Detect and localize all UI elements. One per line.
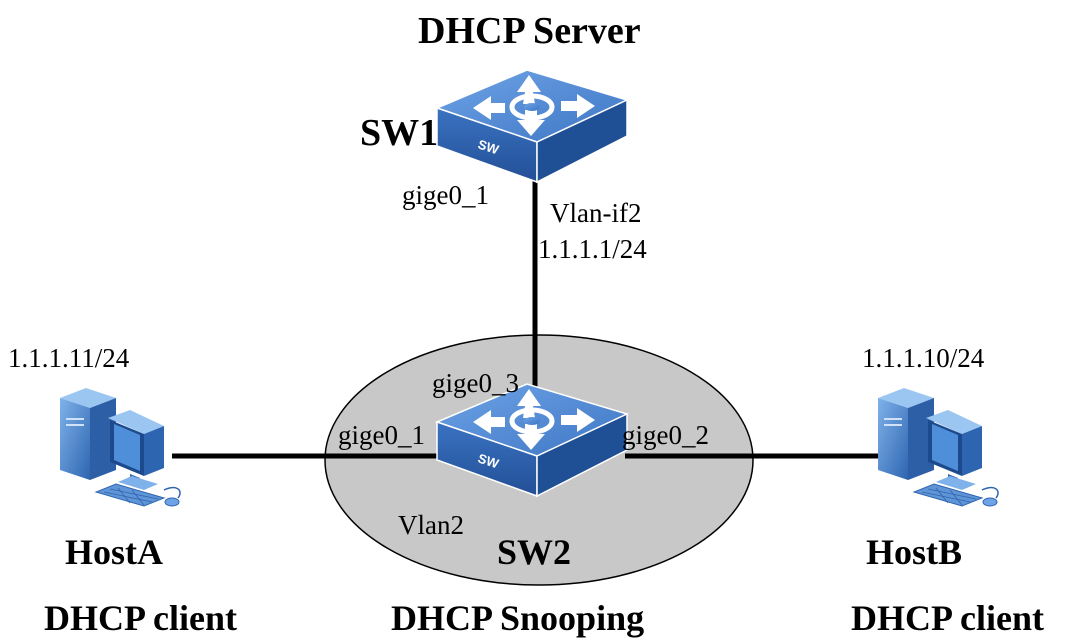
sw2-port1-label: gige0_1 — [338, 420, 425, 450]
sw2-label: SW2 — [497, 532, 572, 572]
hosta-role-label: DHCP client — [44, 598, 237, 638]
dhcp-server-label: DHCP Server — [418, 10, 641, 52]
computer-icon[interactable] — [877, 387, 999, 507]
sw1-label: SW1 — [360, 112, 439, 154]
computer-icon[interactable] — [59, 387, 181, 507]
sw2-port2-label: gige0_2 — [622, 420, 709, 450]
switch-icon[interactable]: SW — [437, 384, 627, 496]
hosta-label: HostA — [65, 532, 163, 572]
sw2-vlan-label: Vlan2 — [398, 510, 464, 540]
sw2-role-label: DHCP Snooping — [391, 598, 645, 638]
switch-icon[interactable]: SW — [437, 70, 627, 182]
switch-badge: SW — [476, 137, 501, 158]
hostb-label: HostB — [866, 532, 963, 572]
hosta-ip-label: 1.1.1.11/24 — [8, 343, 130, 373]
switch-badge: SW — [476, 451, 501, 472]
hostb-ip-label: 1.1.1.10/24 — [862, 343, 985, 373]
sw1-port-label: gige0_1 — [402, 180, 489, 210]
hostb-role-label: DHCP client — [851, 598, 1044, 638]
sw2-port3-label: gige0_3 — [432, 368, 519, 398]
sw1-vlanif-label: Vlan-if2 — [550, 198, 642, 228]
sw1-ip-label: 1.1.1.1/24 — [538, 234, 647, 264]
